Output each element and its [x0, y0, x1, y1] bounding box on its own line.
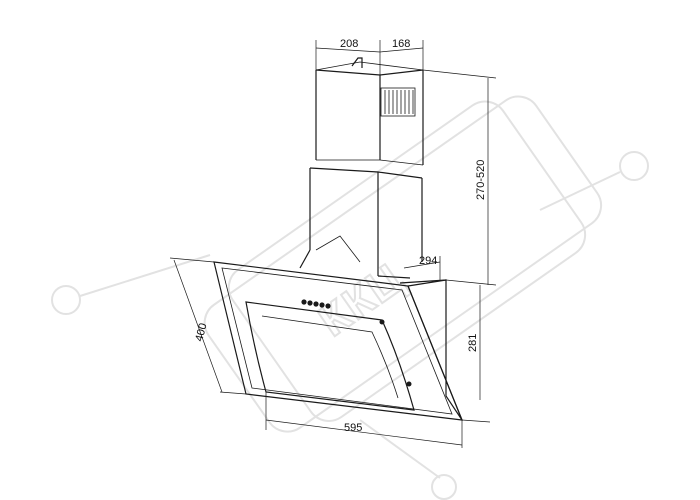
chimney-lower-top [309, 167, 423, 179]
control-button [301, 299, 307, 305]
light-bottom [406, 381, 412, 387]
dim-line-294 [403, 261, 441, 269]
inner-screen [245, 301, 415, 411]
chimney-top-back [315, 61, 424, 71]
hood-top-edge [399, 279, 447, 284]
dimension-lines [169, 40, 497, 448]
chimney [299, 57, 424, 279]
label-duct-height-range: 270-520 [475, 160, 487, 200]
dim-line-595 [265, 419, 463, 446]
dim-line-168 [379, 47, 424, 53]
control-buttons [301, 299, 331, 309]
control-button [319, 302, 325, 308]
dim-line-208 [315, 47, 381, 53]
watermark-circle-bottom [431, 474, 457, 500]
chimney-bracket [351, 57, 363, 68]
watermark-frame-inner [227, 100, 587, 422]
label-hood-height: 281 [467, 334, 479, 352]
chimney-base-right [377, 275, 411, 279]
vent-slots [384, 90, 414, 114]
watermark-stroke [359, 419, 441, 479]
light-top [379, 319, 385, 325]
label-duct-depth: 208 [340, 38, 358, 50]
control-button [325, 303, 331, 309]
hood-side [407, 279, 463, 421]
watermark-stroke [79, 254, 211, 297]
chimney-base-curve [315, 235, 361, 263]
chimney-base-left [299, 249, 311, 269]
chimney-joint [316, 159, 424, 166]
glass-panel-inner [221, 267, 453, 415]
label-hood-width: 595 [344, 422, 362, 434]
control-button [313, 301, 319, 307]
chimney-top-edge [315, 69, 424, 76]
watermark-frame [203, 95, 603, 433]
watermark-circle-right [619, 151, 649, 181]
watermark: ККЦ [51, 95, 649, 500]
vent-grille [380, 87, 416, 117]
label-hood-depth: 294 [419, 255, 437, 267]
control-button [307, 300, 313, 306]
watermark-stroke [539, 171, 621, 211]
label-panel-height: 400 [193, 322, 209, 343]
inner-screen-highlight [261, 315, 399, 399]
watermark-circle-left [51, 285, 81, 315]
dimension-labels: 208 168 270-520 294 400 281 595 [193, 38, 487, 434]
dim-line-400 [173, 259, 223, 393]
label-duct-width: 168 [392, 38, 410, 50]
watermark-text: ККЦ [310, 253, 413, 346]
